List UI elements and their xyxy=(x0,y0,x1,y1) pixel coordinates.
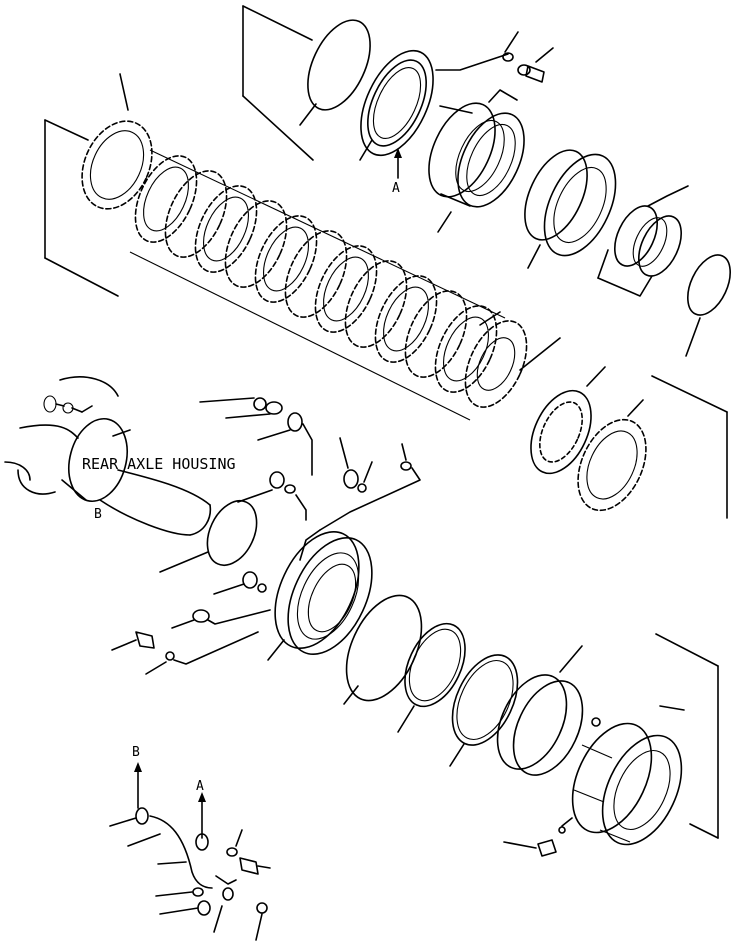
disc-stack-bracket xyxy=(44,73,129,297)
bolt-lower-right xyxy=(503,817,573,857)
small-piston-right xyxy=(597,185,731,357)
piston-plate-top: A xyxy=(359,49,434,196)
right-disc-bracket xyxy=(651,375,728,519)
o-ring-large-top xyxy=(299,19,371,126)
outer-gear-disc-2 xyxy=(577,399,647,512)
clutch-drum-lower xyxy=(571,705,685,846)
seal-ring-small-lower xyxy=(449,654,519,767)
lower-right-bracket xyxy=(655,633,719,839)
ref-label-a-upper: A xyxy=(392,181,400,196)
bolt-top-right xyxy=(435,31,554,83)
rear-axle-housing: REAR AXLE HOUSING B xyxy=(4,376,236,536)
pressure-plate xyxy=(530,366,606,475)
seal-ring-medium-lower xyxy=(397,622,466,733)
tube-assembly: B A xyxy=(109,745,271,941)
housing-o-ring xyxy=(159,500,258,573)
fitting-group-lower xyxy=(111,571,271,675)
ref-label-b-housing: B xyxy=(94,507,102,522)
top-assembly-bracket xyxy=(242,5,314,161)
ref-label-b-tube: B xyxy=(132,745,140,760)
bearing-race-lower xyxy=(496,645,584,776)
friction-disc-stack xyxy=(129,149,561,421)
splined-carrier xyxy=(524,149,617,269)
fitting-group-upper xyxy=(199,397,313,476)
ref-label-a-tube: A xyxy=(196,779,204,794)
housing-label: REAR AXLE HOUSING xyxy=(82,455,236,473)
brake-piston-housing xyxy=(267,529,373,661)
outer-gear-disc-1 xyxy=(81,120,153,210)
seal-ring-large-lower xyxy=(343,594,423,705)
clutch-hub-top xyxy=(428,89,525,233)
fitting-group-middle xyxy=(237,437,421,531)
